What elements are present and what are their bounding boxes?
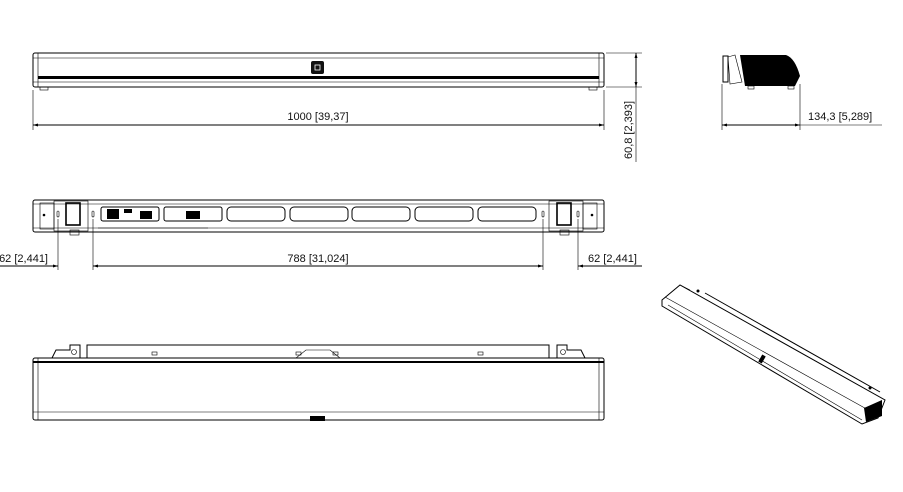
front-view: 1000 [39,37] 60,8 [2,393] [32,52,642,162]
depth-dimension-label: 134,3 [5,289] [808,111,872,123]
logo-badge-icon [311,61,324,74]
right-offset-label: 62 [2,441] [588,253,637,265]
connector-icon [310,416,325,421]
isometric-view [661,284,886,425]
width-dimension-label: 1000 [39,37] [287,111,348,123]
bottom-view [32,344,605,421]
mount-spacing-label: 788 [31,024] [287,253,348,265]
left-offset-label: 62 [2,441] [0,253,48,265]
height-dimension-label: 60,8 [2,393] [623,101,635,159]
side-view: 134,3 [5,289] [721,54,882,130]
rear-view: 62 [2,441] 788 [31,024] 62 [2,441] [0,199,642,270]
